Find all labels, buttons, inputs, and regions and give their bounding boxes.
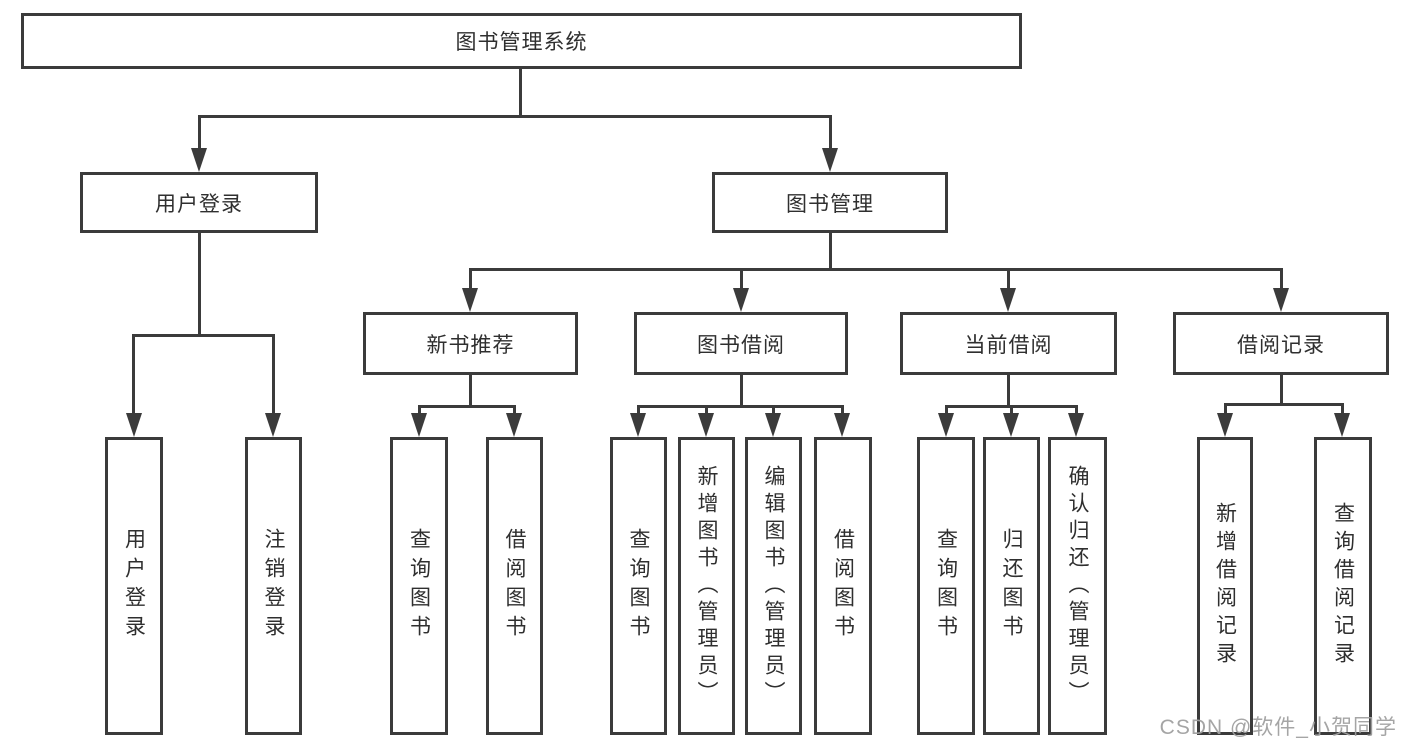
connector-drop-leaf-login bbox=[132, 334, 135, 415]
leaf-query-books-borrow-label: 查询图书 bbox=[627, 528, 650, 644]
connector-new-book-rec-branch bbox=[418, 405, 516, 408]
connector-drop-e1 bbox=[1224, 403, 1227, 417]
arrowhead-leaf-logout bbox=[265, 413, 281, 437]
connector-drop-c1 bbox=[637, 405, 640, 417]
node-new-book-recommend: 新书推荐 bbox=[363, 312, 578, 375]
connector-user-login-stem bbox=[198, 233, 201, 336]
connector-drop-user-login bbox=[198, 115, 201, 152]
connector-drop-current-borrow bbox=[1007, 268, 1010, 292]
leaf-borrow-books-label: 借阅图书 bbox=[831, 528, 855, 644]
arrowhead-book-mgmt bbox=[822, 148, 838, 172]
connector-drop-new-book-rec bbox=[469, 268, 472, 292]
connector-drop-c2 bbox=[705, 405, 708, 417]
connector-drop-d2 bbox=[1010, 405, 1013, 417]
leaf-query-borrow-record: 查询借阅记录 bbox=[1314, 437, 1372, 735]
node-current-borrowing: 当前借阅 bbox=[900, 312, 1117, 375]
leaf-borrow-books-rec-label: 借阅图书 bbox=[503, 528, 526, 644]
arrowhead-c1 bbox=[630, 413, 646, 437]
node-book-management: 图书管理 bbox=[712, 172, 948, 233]
leaf-add-books-admin-label: 新增图书（管理员） bbox=[695, 464, 718, 708]
leaf-query-books-current: 查询图书 bbox=[917, 437, 975, 735]
arrowhead-current-borrow bbox=[1000, 288, 1016, 312]
node-book-management-label: 图书管理 bbox=[786, 192, 874, 216]
node-user-login-label: 用户登录 bbox=[155, 192, 243, 216]
leaf-return-books-label: 归还图书 bbox=[1000, 528, 1023, 644]
arrowhead-d3 bbox=[1068, 413, 1084, 437]
leaf-borrow-books-rec: 借阅图书 bbox=[486, 437, 543, 735]
connector-book-borrow-stem bbox=[740, 375, 743, 408]
connector-drop-c3 bbox=[772, 405, 775, 417]
node-user-login: 用户登录 bbox=[80, 172, 318, 233]
node-borrowing-records-label: 借阅记录 bbox=[1237, 333, 1325, 357]
arrowhead-book-borrow bbox=[733, 288, 749, 312]
connector-new-book-rec-stem bbox=[469, 375, 472, 408]
arrowhead-c3 bbox=[765, 413, 781, 437]
leaf-user-login-label: 用户登录 bbox=[122, 528, 146, 644]
leaf-query-books-current-label: 查询图书 bbox=[934, 528, 958, 644]
node-book-borrowing: 图书借阅 bbox=[634, 312, 848, 375]
connector-book-mgmt-branch bbox=[469, 268, 1282, 271]
leaf-query-books-borrow: 查询图书 bbox=[610, 437, 667, 735]
arrowhead-e1 bbox=[1217, 413, 1233, 437]
arrowhead-d2 bbox=[1003, 413, 1019, 437]
leaf-add-books-admin: 新增图书（管理员） bbox=[678, 437, 735, 735]
node-library-system: 图书管理系统 bbox=[21, 13, 1022, 69]
leaf-user-login: 用户登录 bbox=[105, 437, 163, 735]
leaf-query-books-rec: 查询图书 bbox=[390, 437, 448, 735]
connector-borrow-records-stem bbox=[1280, 375, 1283, 406]
arrowhead-new-book-rec bbox=[462, 288, 478, 312]
connector-drop-b2 bbox=[513, 405, 516, 417]
connector-borrow-records-branch bbox=[1224, 403, 1344, 406]
arrowhead-leaf-login bbox=[126, 413, 142, 437]
leaf-return-books: 归还图书 bbox=[983, 437, 1040, 735]
connector-drop-leaf-logout bbox=[272, 334, 275, 415]
leaf-query-borrow-record-label: 查询借阅记录 bbox=[1331, 502, 1355, 670]
connector-drop-b1 bbox=[418, 405, 421, 417]
connector-drop-d1 bbox=[945, 405, 948, 417]
connector-drop-e2 bbox=[1341, 403, 1344, 417]
connector-drop-borrow-records bbox=[1280, 268, 1283, 292]
arrowhead-c4 bbox=[834, 413, 850, 437]
connector-current-borrow-stem bbox=[1007, 375, 1010, 408]
arrowhead-e2 bbox=[1334, 413, 1350, 437]
leaf-add-borrow-record-label: 新增借阅记录 bbox=[1213, 502, 1237, 670]
connector-drop-d3 bbox=[1075, 405, 1078, 417]
leaf-logout-label: 注销登录 bbox=[262, 528, 285, 644]
node-book-borrowing-label: 图书借阅 bbox=[697, 333, 785, 357]
arrowhead-user-login bbox=[191, 148, 207, 172]
arrowhead-b2 bbox=[506, 413, 522, 437]
connector-root-stem bbox=[519, 69, 522, 117]
connector-book-mgmt-stem bbox=[829, 233, 832, 271]
arrowhead-borrow-records bbox=[1273, 288, 1289, 312]
leaf-edit-books-admin: 编辑图书（管理员） bbox=[745, 437, 802, 735]
arrowhead-b1 bbox=[411, 413, 427, 437]
node-borrowing-records: 借阅记录 bbox=[1173, 312, 1389, 375]
leaf-edit-books-admin-label: 编辑图书（管理员） bbox=[762, 464, 785, 708]
connector-drop-book-borrow bbox=[740, 268, 743, 292]
leaf-query-books-rec-label: 查询图书 bbox=[407, 528, 431, 644]
connector-user-login-branch bbox=[132, 334, 274, 337]
connector-drop-c4 bbox=[841, 405, 844, 417]
leaf-confirm-return-admin: 确认归还（管理员） bbox=[1048, 437, 1107, 735]
connector-drop-book-mgmt bbox=[829, 115, 832, 152]
connector-root-branch bbox=[198, 115, 832, 118]
leaf-confirm-return-admin-label: 确认归还（管理员） bbox=[1066, 464, 1089, 708]
leaf-add-borrow-record: 新增借阅记录 bbox=[1197, 437, 1253, 735]
node-library-system-label: 图书管理系统 bbox=[455, 31, 588, 54]
node-new-book-recommend-label: 新书推荐 bbox=[426, 333, 515, 357]
leaf-borrow-books: 借阅图书 bbox=[814, 437, 872, 735]
arrowhead-c2 bbox=[698, 413, 714, 437]
node-current-borrowing-label: 当前借阅 bbox=[964, 333, 1053, 357]
leaf-logout: 注销登录 bbox=[245, 437, 302, 735]
connector-book-borrow-branch bbox=[637, 405, 844, 408]
arrowhead-d1 bbox=[938, 413, 954, 437]
csdn-watermark: CSDN @软件_小贺同学 bbox=[1159, 716, 1397, 739]
